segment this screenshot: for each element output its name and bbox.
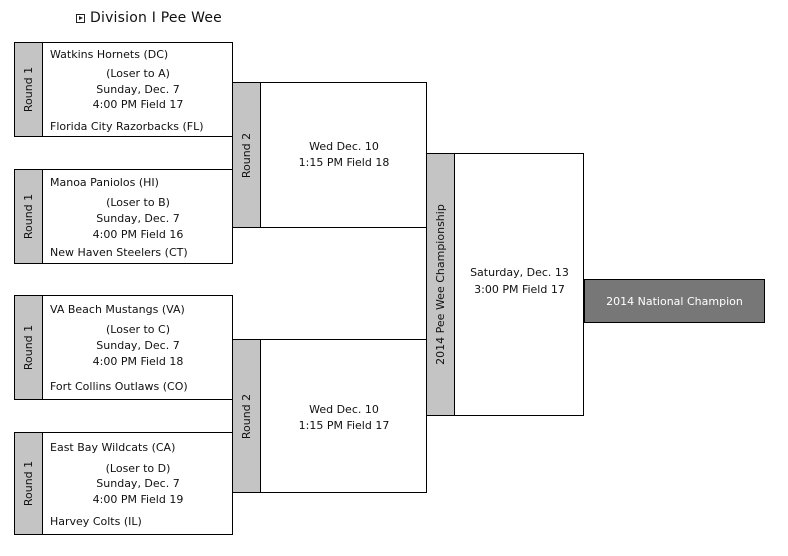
round1-tab-1: Round 1 [14, 42, 43, 137]
round1-game-1 [14, 42, 233, 137]
game-date: Wed Dec. 10 [309, 403, 379, 416]
round2-tab-1: Round 2 [232, 82, 261, 228]
game-time: 1:15 PM Field 17 [298, 419, 390, 432]
team-bottom: Harvey Colts (IL) [50, 515, 142, 528]
game-time: 3:00 PM Field 17 [474, 283, 565, 296]
team-bottom: Florida City Razorbacks (FL) [50, 120, 204, 133]
round1-label: Round 1 [22, 324, 35, 371]
team-top: Manoa Paniolos (HI) [50, 176, 159, 189]
team-top: East Bay Wildcats (CA) [50, 441, 176, 454]
team-top: Watkins Hornets (DC) [50, 48, 169, 61]
round1-game-3 [14, 295, 233, 400]
round1-tab-3: Round 1 [14, 295, 43, 400]
round2-game-2 [232, 339, 427, 493]
play-icon[interactable] [76, 13, 85, 23]
team-bottom: Fort Collins Outlaws (CO) [50, 380, 188, 393]
game-time: 1:15 PM Field 18 [298, 156, 390, 169]
round2-game-1 [232, 82, 427, 228]
game-note: (Loser to A) [106, 67, 170, 80]
division-title: Division I Pee Wee [90, 10, 222, 26]
game-date: Saturday, Dec. 13 [470, 266, 569, 279]
game-note: (Loser to B) [106, 196, 170, 209]
team-top: VA Beach Mustangs (VA) [50, 303, 185, 316]
game-time: 4:00 PM Field 19 [92, 493, 184, 506]
game-note: (Loser to C) [106, 323, 170, 336]
bracket-title: Division I Pee Wee [76, 9, 222, 27]
game-date: Sunday, Dec. 7 [96, 212, 180, 225]
round2-label: Round 2 [240, 132, 253, 178]
game-time: 4:00 PM Field 18 [92, 355, 184, 368]
round1-tab-2: Round 1 [14, 169, 43, 264]
game-date: Sunday, Dec. 7 [96, 477, 180, 490]
round1-game-2 [14, 169, 233, 264]
round1-tab-4: Round 1 [14, 432, 43, 535]
game-note: (Loser to D) [105, 462, 171, 475]
round1-label: Round 1 [22, 460, 35, 507]
round1-label: Round 1 [22, 66, 35, 113]
game-time: 4:00 PM Field 16 [92, 228, 184, 241]
game-date: Sunday, Dec. 7 [96, 83, 180, 96]
game-date: Wed Dec. 10 [309, 140, 379, 153]
game-time: 4:00 PM Field 17 [92, 98, 184, 111]
game-date: Sunday, Dec. 7 [96, 339, 180, 352]
championship-tab: 2014 Pee Wee Championship [426, 153, 455, 416]
team-bottom: New Haven Steelers (CT) [50, 246, 188, 259]
round2-label: Round 2 [240, 393, 253, 439]
round2-tab-2: Round 2 [232, 339, 261, 493]
championship-label: 2014 Pee Wee Championship [434, 204, 447, 365]
round1-label: Round 1 [22, 193, 35, 240]
round1-game-4 [14, 432, 233, 535]
national-champion-box: 2014 National Champion [584, 279, 765, 323]
